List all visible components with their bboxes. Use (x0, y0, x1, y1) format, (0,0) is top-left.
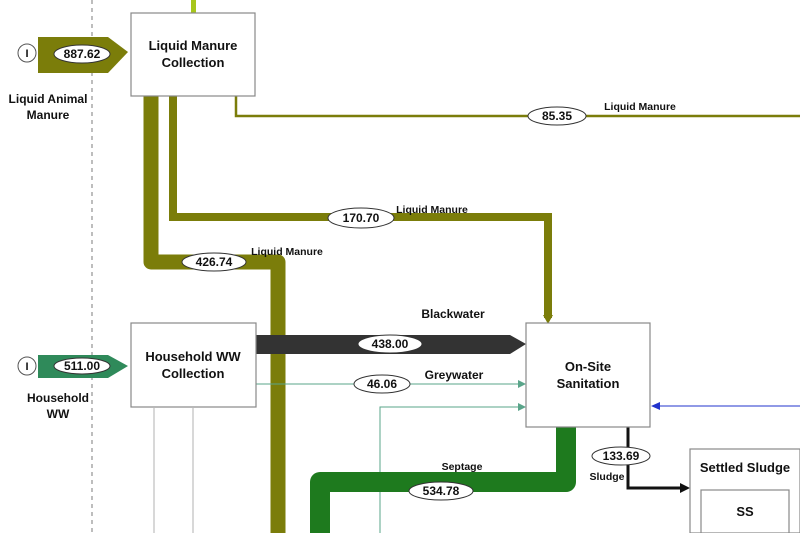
node-liquid-manure-collection[interactable] (130, 12, 256, 97)
value-input-manure: 887.62 (64, 47, 101, 61)
flow-manure-mid-arrowhead (543, 315, 553, 324)
value-pill-input-manure (53, 44, 111, 64)
input-label-line1: Household (27, 391, 89, 405)
flow-greywater-label: Greywater (425, 368, 484, 382)
node-onsite-sanitation-line2: Sanitation (557, 376, 620, 391)
node-settled-sludge-inner[interactable] (700, 489, 790, 533)
flow-septage-value: 534.78 (423, 484, 460, 498)
flow-manure-top-label: Liquid Manure (604, 101, 676, 113)
flow-manure-mid-label: Liquid Manure (396, 204, 468, 216)
flow-sludge-arrowhead (680, 483, 690, 493)
input-label-line2: Manure (27, 108, 70, 122)
value-pill-sludge (591, 446, 651, 466)
node-liquid-manure-collection-line1: Liquid Manure (149, 38, 238, 53)
node-settled-sludge-inner-label: SS (736, 504, 754, 519)
node-household-ww-collection[interactable] (130, 322, 257, 408)
flow-manure-top-line (234, 96, 800, 118)
flow-septage-line (310, 426, 576, 533)
value-pill-manure-big (181, 252, 247, 272)
input-marker-icon (17, 356, 37, 376)
flow-blue-incoming-arrowhead (651, 402, 660, 410)
flow-manure-big-value: 426.74 (196, 255, 233, 269)
flow-greywater-arrowhead (518, 380, 526, 388)
flow-sludge-line (626, 426, 682, 490)
flow-manure-big-label: Liquid Manure (251, 246, 323, 258)
flow-manure-top-value: 85.35 (542, 109, 572, 123)
value-input-household: 511.00 (64, 359, 100, 373)
flow-blackwater-label: Blackwater (421, 307, 485, 321)
node-household-ww-collection-line1: Household WW (145, 349, 241, 364)
node-household-ww-collection-line2: Collection (162, 366, 225, 381)
value-pill-septage (408, 481, 474, 501)
flow-septage-label: Septage (442, 461, 483, 473)
node-settled-sludge-title: Settled Sludge (700, 460, 790, 475)
flow-manure-mid-value: 170.70 (343, 211, 380, 225)
flow-blackwater-value: 438.00 (372, 337, 409, 351)
value-pill-blackwater (357, 334, 423, 354)
value-pill-greywater (353, 374, 411, 394)
value-pill-input-household (53, 357, 111, 375)
node-liquid-manure-collection-line2: Collection (162, 55, 225, 70)
node-onsite-sanitation-line1: On-Site (565, 359, 611, 374)
input-label-line1: Liquid Animal (9, 92, 88, 106)
input-marker-text: I (25, 361, 28, 373)
flow-greywater-value: 46.06 (367, 377, 397, 391)
top-input-flow-line (191, 0, 196, 14)
value-pill-manure-mid (327, 207, 395, 229)
flow-sludge-label: Sludge (589, 471, 624, 483)
value-pill-manure-top (527, 106, 587, 126)
input-marker-text: I (25, 48, 28, 60)
flow-manure-mid-line (169, 96, 552, 318)
input-label-line2: WW (47, 407, 70, 421)
flow-sludge-value: 133.69 (603, 449, 640, 463)
node-onsite-sanitation[interactable] (525, 322, 651, 428)
input-marker-icon (17, 43, 37, 63)
flow-teal-return-arrowhead (518, 403, 526, 411)
